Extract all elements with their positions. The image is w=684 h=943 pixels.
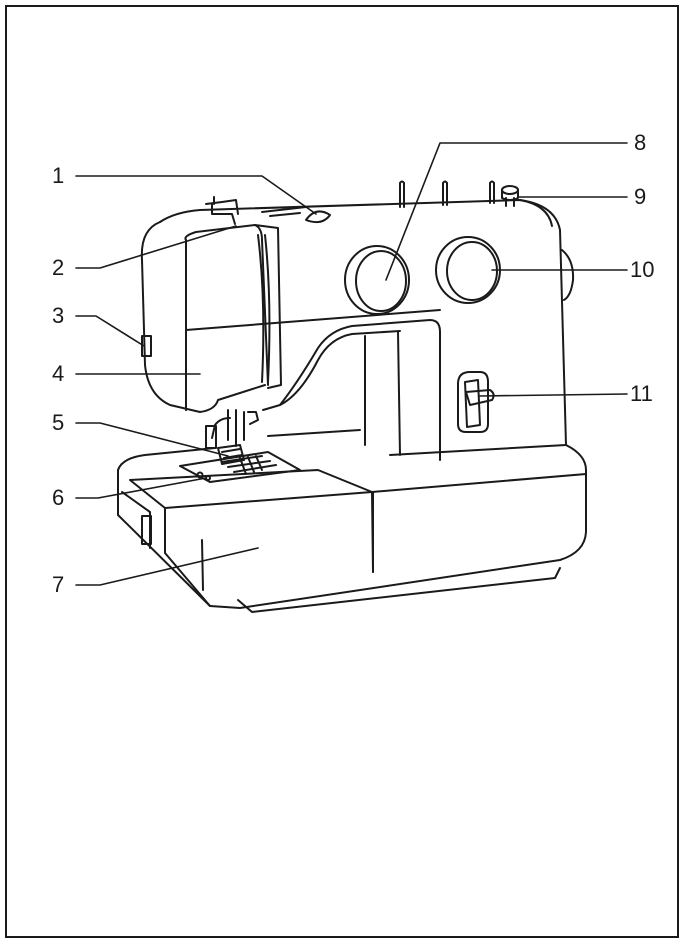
callout-3: 3 [52,303,65,328]
leader-3 [75,315,145,347]
callout-6: 6 [52,485,65,510]
machine-body [159,199,567,461]
leader-6 [75,477,207,499]
callout-4: 4 [52,361,65,386]
leader-1 [75,175,317,215]
leader-5 [75,422,229,457]
callout-9: 9 [634,184,647,209]
handwheel [561,249,575,301]
thread-guide [205,196,239,225]
accessory-box [121,469,374,607]
callout-10: 10 [630,257,655,282]
callout-7: 7 [52,572,65,597]
spool-pins [399,180,495,208]
needle-plate [179,451,301,483]
leader-2 [75,225,237,269]
head-cover [140,221,282,413]
callout-8: 8 [634,130,647,155]
leader-7 [75,547,259,586]
callout-1: 1 [52,163,65,188]
leader-8 [385,142,628,281]
leader-11 [479,393,628,397]
leader-lines [75,142,628,586]
dial-right [435,236,501,304]
callout-2: 2 [52,255,65,280]
thread-tension-dial [261,206,331,224]
callout-11: 11 [630,381,653,406]
page-frame [5,5,679,938]
bobbin-winder [501,185,519,207]
reverse-lever [457,371,495,433]
callout-5: 5 [52,410,65,435]
dial-left [344,245,410,315]
presser-foot [205,409,259,465]
